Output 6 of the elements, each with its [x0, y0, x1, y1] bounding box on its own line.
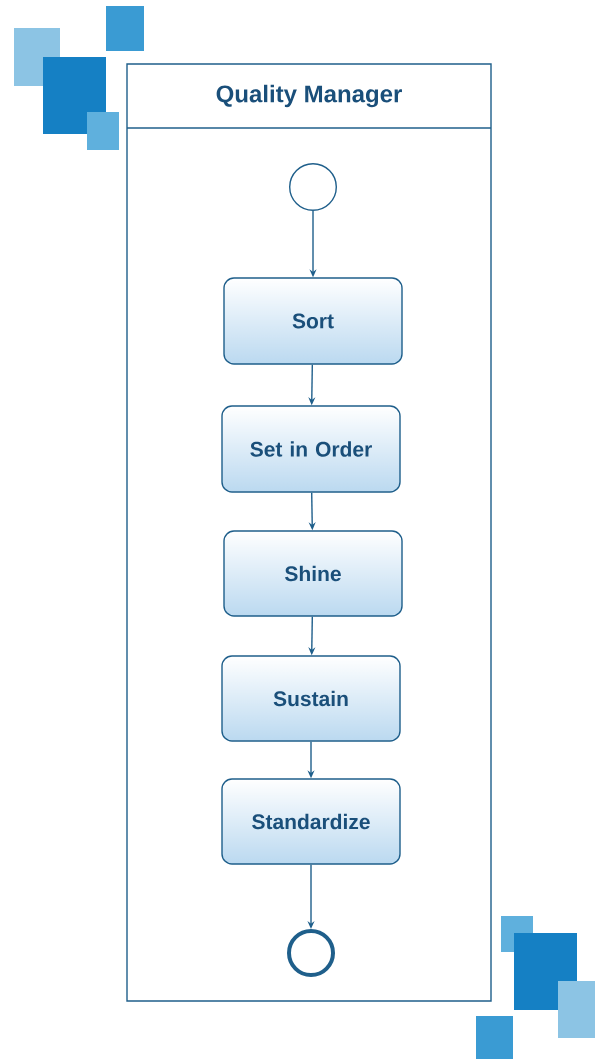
- action-box: Sustain: [221, 655, 401, 742]
- action-box: Shine: [223, 530, 403, 617]
- action-box: Sort: [223, 277, 403, 365]
- action-box: Standardize: [221, 778, 401, 865]
- start-circle: [289, 163, 337, 211]
- action-box: Set in Order: [221, 405, 401, 493]
